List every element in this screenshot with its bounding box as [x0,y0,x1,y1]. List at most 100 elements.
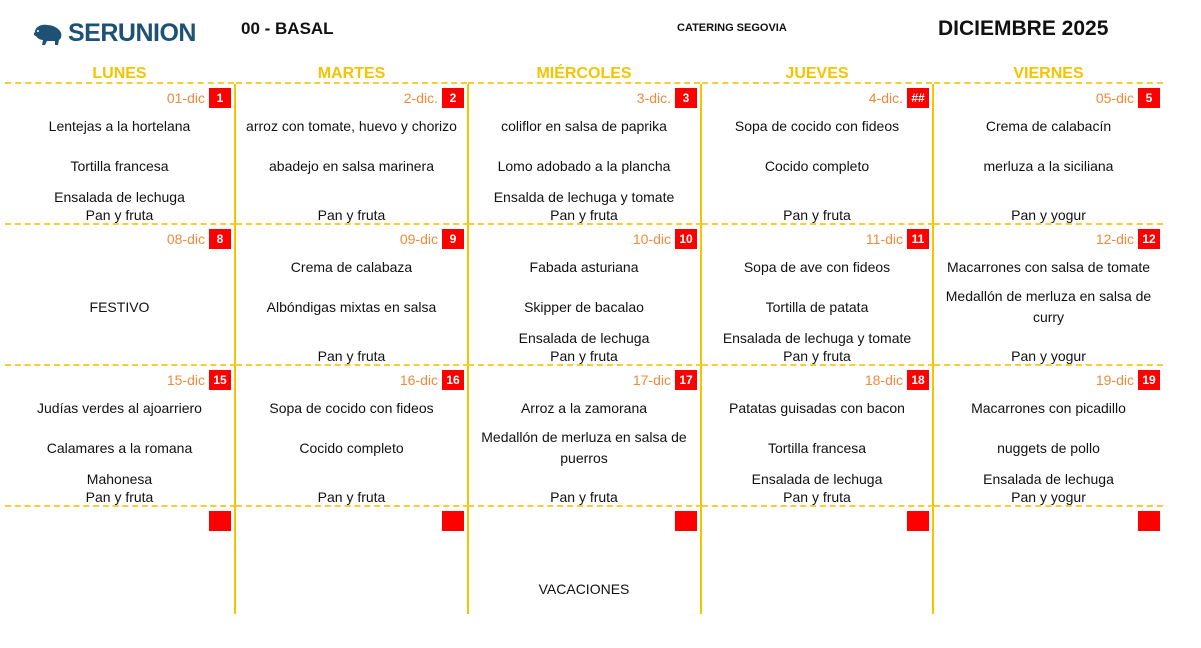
dessert [934,629,1163,647]
dessert: Pan y fruta [550,348,618,364]
day-header: JUEVES [702,65,932,84]
dessert [5,347,234,365]
dessert: Pan y yogur [1011,489,1086,505]
second-course: Cocido completo [764,157,870,174]
side-dish: Mahonesa [86,471,153,487]
dessert [468,629,700,647]
first-course: Sopa de cocido con fideos [269,400,434,416]
day-cell [236,507,469,614]
day-number-badge: 10 [675,229,697,249]
second-course: abadejo en salsa marinera [269,157,434,174]
day-number-badge: 5 [1138,88,1160,108]
day-cell: VACACIONES [468,507,702,614]
day-number-badge: 19 [1138,370,1160,390]
day-number-badge: 1 [209,88,231,108]
day-number-badge [907,511,929,531]
dessert: Pan y fruta [550,207,618,223]
date-text: 11-dic [865,231,903,247]
day-cell: 2-dic.2 arroz con tomate, huevo y choriz… [236,84,469,225]
side-dish [934,188,1163,206]
date-text: 08-dic [166,231,205,247]
date-text: 01-dic [166,90,205,106]
day-number-badge: 11 [907,229,929,249]
side-dish [5,329,234,347]
day-cell [5,507,236,614]
day-number-badge: 8 [209,229,231,249]
first-course: Judías verdes al ajoarriero [37,400,202,416]
dessert: Pan y fruta [783,348,851,364]
day-header: LUNES [5,65,234,84]
first-course: Crema de calabacín [985,118,1112,134]
first-course: Arroz a la zamorana [520,400,648,416]
second-course: merluza a la siciliana [983,157,1114,174]
second-course: Cocido completo [299,439,404,456]
date-label: 4-dic.## [869,88,929,108]
first-course: Patatas guisadas con bacon [729,400,905,416]
first-course [5,539,234,559]
date-label [903,511,929,531]
day-number-badge: 3 [675,88,697,108]
first-course: Sopa de ave con fideos [743,259,891,275]
day-number-badge: 18 [907,370,929,390]
side-dish: Ensalada de lechuga [751,471,883,487]
date-text: 05-dic [1095,90,1134,106]
day-number-badge [1138,511,1160,531]
second-course: FESTIVO [89,298,150,315]
second-course [934,568,1163,610]
week-row: VACACIONES [0,507,1170,648]
month-title: DICIEMBRE 2025 [938,17,1109,40]
dessert: Pan y yogur [1011,207,1086,223]
side-dish [236,470,467,488]
day-number-badge: ## [907,88,929,108]
second-course: Tortilla de patata [765,298,869,315]
dessert: Pan y fruta [550,489,618,505]
catering-label: CATERING SEGOVIA [677,22,787,34]
second-course: VACACIONES [538,580,630,597]
side-dish: Ensalada de lechuga [54,189,185,205]
first-course [468,539,700,559]
first-course: arroz con tomate, huevo y chorizo [246,118,457,134]
day-number-badge [442,511,464,531]
day-number-badge: 9 [442,229,464,249]
day-number-badge: 17 [675,370,697,390]
day-number-badge: 15 [209,370,231,390]
first-course: Crema de calabaza [290,259,413,275]
date-text: 19-dic [1095,372,1134,388]
day-number-badge: 16 [442,370,464,390]
date-text: 12-dic [1095,231,1134,247]
first-course [5,257,234,277]
date-text: 10-dic [632,231,671,247]
side-dish: Ensalada de lechuga y tomate [722,330,912,346]
day-cell [702,507,934,614]
day-header: MARTES [236,65,467,84]
dessert [236,629,467,647]
side-dish [236,188,467,206]
dessert: Pan y fruta [317,207,386,223]
day-number-badge: 12 [1138,229,1160,249]
second-course [236,568,467,610]
side-dish [468,470,700,488]
dessert: Pan y fruta [783,207,851,223]
first-course: Macarrones con salsa de tomate [946,259,1151,275]
second-course [702,568,932,610]
first-course [236,539,467,559]
